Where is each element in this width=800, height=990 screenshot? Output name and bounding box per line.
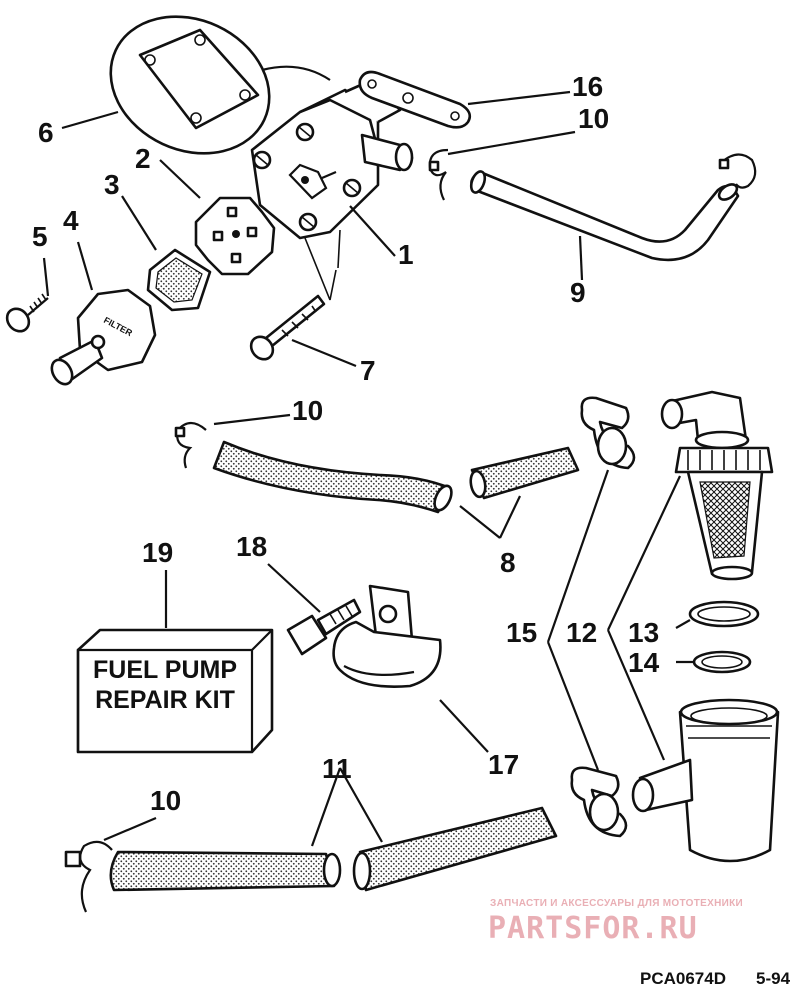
callout-4: 4: [63, 205, 79, 236]
kit-label-line1: FUEL PUMP: [93, 656, 237, 684]
watermark-brand: PARTSFOR.RU: [488, 911, 698, 946]
part-code: PCA0674D: [640, 969, 726, 988]
callout-18: 18: [236, 531, 267, 562]
callout-14: 14: [628, 647, 660, 678]
callout-15: 15: [506, 617, 537, 648]
watermark: ЗАПЧАСТИ И АКСЕССУАРЫ ДЛЯ МОТОТЕХНИКИ PA…: [488, 898, 743, 946]
page-code: 5-94: [756, 969, 791, 988]
part-16-mounting-gasket: [358, 70, 472, 129]
part-10-clip-top-right: [718, 153, 757, 189]
part-11-fuel-hose-short: [352, 806, 558, 892]
part-2-diaphragm: [194, 196, 276, 276]
part-14-o-ring-small: [692, 650, 752, 674]
part-1-fuel-pump-body: [250, 78, 414, 240]
part-10-clip-top-left: [428, 148, 449, 201]
leader-lines: [42, 90, 694, 847]
part-6-gasket-detail: [109, 15, 331, 155]
watermark-tagline: ЗАПЧАСТИ И АКСЕССУАРЫ ДЛЯ МОТОТЕХНИКИ: [490, 898, 743, 909]
part-3-filter-screen: [146, 248, 212, 312]
part-4-filter-cover: FILTER: [50, 288, 157, 386]
part-17-mounting-clamp: [332, 584, 442, 688]
part-19-repair-kit-box: FUEL PUMP REPAIR KIT: [76, 628, 274, 754]
part-12-fuel-filter-assembly: [631, 390, 780, 863]
part-8-fuel-hose-long: [212, 440, 453, 514]
callout-6: 6: [38, 117, 54, 148]
part-10-clip-middle: [174, 421, 207, 469]
callout-8: 8: [500, 547, 516, 578]
callout-1: 1: [398, 239, 414, 270]
callout-10-top: 10: [578, 103, 609, 134]
callout-numbers: 6 2 3 5 4 1 7 16 10 9 10 8 19 18 17 15 1…: [32, 71, 660, 816]
kit-label-line2: REPAIR KIT: [95, 686, 235, 714]
callout-2: 2: [135, 143, 151, 174]
part-18-bolt: [286, 598, 362, 656]
callout-7: 7: [360, 355, 376, 386]
callout-9: 9: [570, 277, 586, 308]
callout-10-bottom: 10: [150, 785, 181, 816]
callout-10-middle: 10: [292, 395, 323, 426]
callout-17: 17: [488, 749, 519, 780]
callout-13: 13: [628, 617, 659, 648]
part-5-screw: [5, 293, 49, 333]
part-15-hose-clamp-bottom: [570, 766, 628, 838]
part-7-mounting-screw: [249, 294, 326, 361]
callout-16: 16: [572, 71, 603, 102]
assembly-guide-lines: [304, 229, 341, 301]
part-15-hose-clamp-top: [580, 396, 636, 470]
part-11-fuel-hose-long: [109, 850, 342, 892]
part-9-fuel-hose-bent: [469, 170, 740, 262]
callout-12: 12: [566, 617, 597, 648]
part-13-o-ring-large: [688, 600, 760, 628]
callout-3: 3: [104, 169, 120, 200]
callout-11: 11: [322, 753, 352, 784]
part-8-fuel-hose-short: [469, 446, 580, 500]
part-10-clip-bottom: [64, 840, 113, 913]
callout-19: 19: [142, 537, 173, 568]
callout-5: 5: [32, 221, 48, 252]
